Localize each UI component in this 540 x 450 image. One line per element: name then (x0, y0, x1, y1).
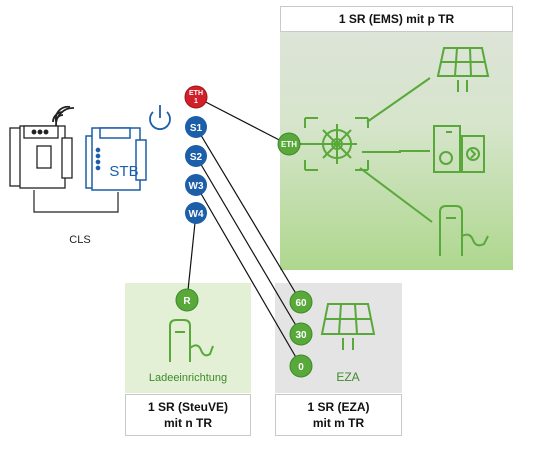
port-s1: S1 (185, 116, 207, 138)
line-s1-60 (195, 126, 302, 303)
cls-device (9, 125, 73, 189)
port-s1-label: S1 (190, 123, 203, 134)
line-eth1-ems (195, 96, 288, 145)
eza-solar-icon (320, 303, 376, 350)
eza-panel-title: 1 SR (EZA) mit m TR (275, 394, 402, 436)
steuve-title-line1: 1 SR (SteuVE) (147, 400, 228, 414)
steuve-panel-title: 1 SR (SteuVE) mit n TR (125, 394, 251, 436)
stb-device (85, 127, 147, 191)
port-w4-label: W4 (189, 209, 204, 220)
port-eth1-label-top: ETH (189, 90, 203, 97)
eza-caption: EZA (336, 370, 359, 384)
wifi-icon (52, 105, 75, 127)
line-s2-30 (195, 155, 302, 335)
connection-lines (186, 96, 302, 367)
port-eth1: ETH 1 (184, 85, 208, 109)
port-s2: S2 (185, 145, 207, 167)
eza-badge-30: 30 (289, 322, 313, 346)
stb-label: STB (109, 163, 138, 180)
port-eth1-label-bottom: 1 (194, 98, 198, 105)
solar-panel-icon (436, 47, 490, 92)
ems-links (298, 77, 433, 223)
cls-label: CLS (69, 234, 90, 246)
charging-station-icon (169, 319, 214, 362)
eza-title-line2: mit m TR (312, 416, 365, 430)
steuve-title-line2: mit n TR (164, 416, 212, 430)
ship-wheel-icon (304, 117, 369, 171)
eza-badge-60-label: 60 (295, 298, 307, 309)
ems-eth-label: ETH (281, 140, 297, 149)
eza-badge-0-label: 0 (298, 362, 304, 373)
line-w4-r (186, 212, 197, 301)
steuve-r-badge: R (175, 288, 199, 312)
eza-title-line1: 1 SR (EZA) (307, 400, 370, 414)
cls-link (33, 190, 119, 213)
heat-storage-icon (433, 125, 485, 173)
eza-badge-30-label: 30 (295, 330, 307, 341)
power-icon (149, 105, 171, 131)
ems-eth-badge: ETH (277, 132, 301, 156)
eza-badge-0: 0 (289, 354, 313, 378)
ev-charger-icon (439, 205, 489, 256)
port-w4: W4 (185, 202, 207, 224)
eza-badge-60: 60 (289, 290, 313, 314)
line-w3-0 (195, 184, 302, 367)
ems-panel (280, 6, 513, 270)
steuve-caption: Ladeeinrichtung (149, 372, 227, 384)
port-w3: W3 (185, 174, 207, 196)
port-w3-label: W3 (189, 181, 204, 192)
ems-panel-title: 1 SR (EMS) mit p TR (280, 6, 513, 32)
steuve-r-label: R (183, 296, 191, 307)
port-s2-label: S2 (190, 152, 203, 163)
